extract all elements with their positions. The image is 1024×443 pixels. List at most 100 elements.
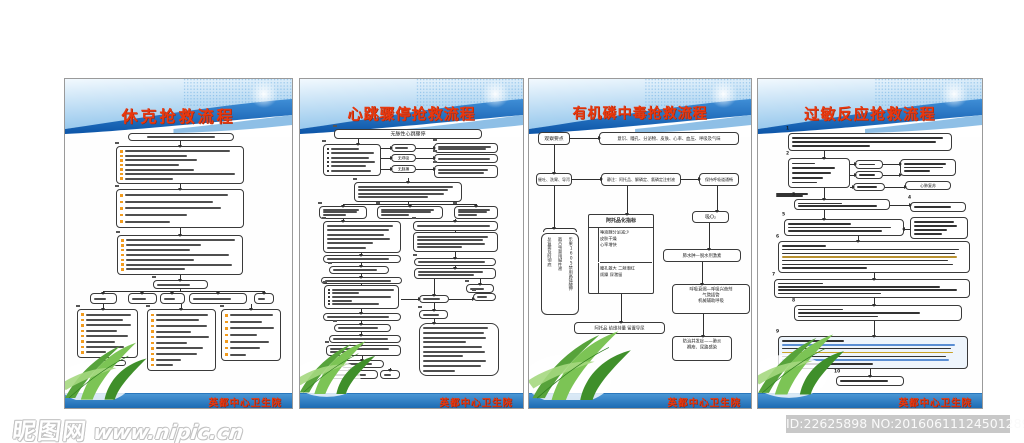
flow-arrowhead [100, 292, 105, 295]
flow-arrowhead [358, 312, 363, 315]
flow-arrowhead [431, 294, 436, 297]
flow-connector [416, 157, 434, 159]
poster-title: 有机磷中毒抢救流程 [572, 106, 708, 122]
flow-arrowhead [624, 213, 629, 216]
flow-box [147, 309, 216, 371]
flow-box [855, 160, 883, 169]
flow-box: 阿托品化指标主要指标唾液腺分泌减少 皮肤干燥 心率增快次要指标瞳孔散大 二颊潮红… [588, 214, 654, 294]
footer-hospital-name: 英都中心卫生院 [439, 398, 513, 409]
flow-box [116, 146, 244, 184]
poster-header-wave [65, 79, 292, 137]
flow-arrowhead [852, 184, 855, 189]
flow-box-tick [333, 125, 337, 127]
flow-box: 观察要点 [538, 132, 570, 145]
flowchart [65, 79, 292, 408]
flow-box [117, 235, 243, 275]
flow-connector [449, 298, 473, 300]
flow-box [853, 183, 885, 191]
flow-arrowhead [871, 335, 876, 338]
flow-brace [543, 228, 577, 232]
flow-connector [869, 369, 871, 376]
flow-connector [407, 178, 409, 182]
flow-box [788, 158, 850, 188]
flow-arrowhead [904, 184, 907, 189]
flow-arrowhead [340, 220, 345, 223]
flow-arrowhead [390, 155, 393, 160]
flow-box-tick [322, 140, 326, 142]
flow-connector [103, 290, 264, 292]
flow-arrowhead [600, 176, 603, 181]
flow-arrowhead [358, 276, 363, 279]
flow-box: 吸O₂ [692, 211, 729, 223]
flow-box: 无脉搏 [391, 165, 416, 173]
flow-box-tick [115, 142, 119, 144]
flow-box-tick [323, 281, 327, 283]
flow-connector [873, 273, 875, 279]
flow-connector [553, 186, 555, 228]
flow-box-tick [413, 254, 417, 256]
flow-box: 静注：阿托品、解磷定、氯磷定注射液 [601, 173, 681, 186]
flow-arrowhead [854, 172, 857, 177]
flow-connector [850, 174, 855, 176]
flow-connector [360, 321, 362, 324]
flow-arrowhead [261, 292, 266, 295]
flow-arrowhead [909, 202, 912, 207]
flow-box [434, 154, 498, 163]
flow-box-tick [115, 185, 119, 187]
flow-connector [716, 186, 718, 211]
flow-box [329, 335, 401, 343]
flow-arrowhead [407, 205, 412, 208]
flow-box [334, 324, 391, 332]
watermark-url: www.nipic.cn [92, 420, 245, 443]
flow-box-tick [465, 280, 469, 282]
flow-arrowhead [855, 240, 860, 243]
flow-connector [401, 298, 419, 300]
flow-arrowhead [821, 157, 826, 160]
flow-box [778, 241, 970, 273]
flow-box: 防治并发症——肺炎 褥疮、尿路感染 [672, 336, 732, 361]
flow-box [319, 206, 367, 219]
flow-box-tick [453, 202, 457, 204]
poster-header-wave [529, 79, 751, 137]
flow-box-tick [146, 305, 150, 307]
flow-box [774, 279, 970, 298]
poster-title: 心跳骤停抢救流程 [347, 105, 476, 123]
poster-header-wave [300, 79, 523, 137]
flow-arrowhead [473, 205, 478, 208]
flow-connector [572, 178, 601, 180]
flow-box-tick [220, 305, 224, 307]
flow-arrowhead [139, 292, 144, 295]
flow-connector [360, 284, 362, 285]
flow-box-tick [321, 366, 325, 368]
poster-footer: 英都中心卫生院 [758, 393, 982, 408]
flow-connector [407, 202, 409, 204]
flow-arrowhead [431, 322, 436, 325]
flow-arrowhead [177, 145, 182, 148]
flow-arrowhead [452, 220, 457, 223]
poster-header-wave [758, 79, 982, 137]
flow-box [794, 199, 890, 210]
flow-connector [433, 303, 435, 310]
flow-connector [360, 274, 362, 277]
flowchart: 无脉性心跳骤停无呼吸无脉搏 [300, 79, 523, 408]
poster-footer: 英都中心卫生院 [529, 393, 751, 408]
flow-arrowhead [418, 296, 421, 301]
flow-box: 呼吸衰竭—呼吸兴奋剂 气管插管 机械辅助呼吸 [672, 284, 750, 314]
flow-box-tick [418, 306, 422, 308]
flow-arrowhead [551, 172, 556, 175]
flow-box [910, 217, 968, 239]
flow-arrowhead [618, 321, 623, 324]
flow-arrowhead [347, 369, 352, 372]
flow-arrowhead [902, 226, 905, 231]
flow-box [77, 309, 138, 358]
flow-arrowhead [472, 296, 475, 301]
poster-title: 休克抢救流程 [121, 107, 236, 126]
flow-arrowhead [248, 308, 253, 311]
flow-arrowhead [598, 135, 601, 140]
flow-box-tick [322, 217, 326, 219]
flow-connector [454, 252, 456, 258]
flow-connector [111, 358, 113, 360]
flow-box [326, 345, 401, 356]
